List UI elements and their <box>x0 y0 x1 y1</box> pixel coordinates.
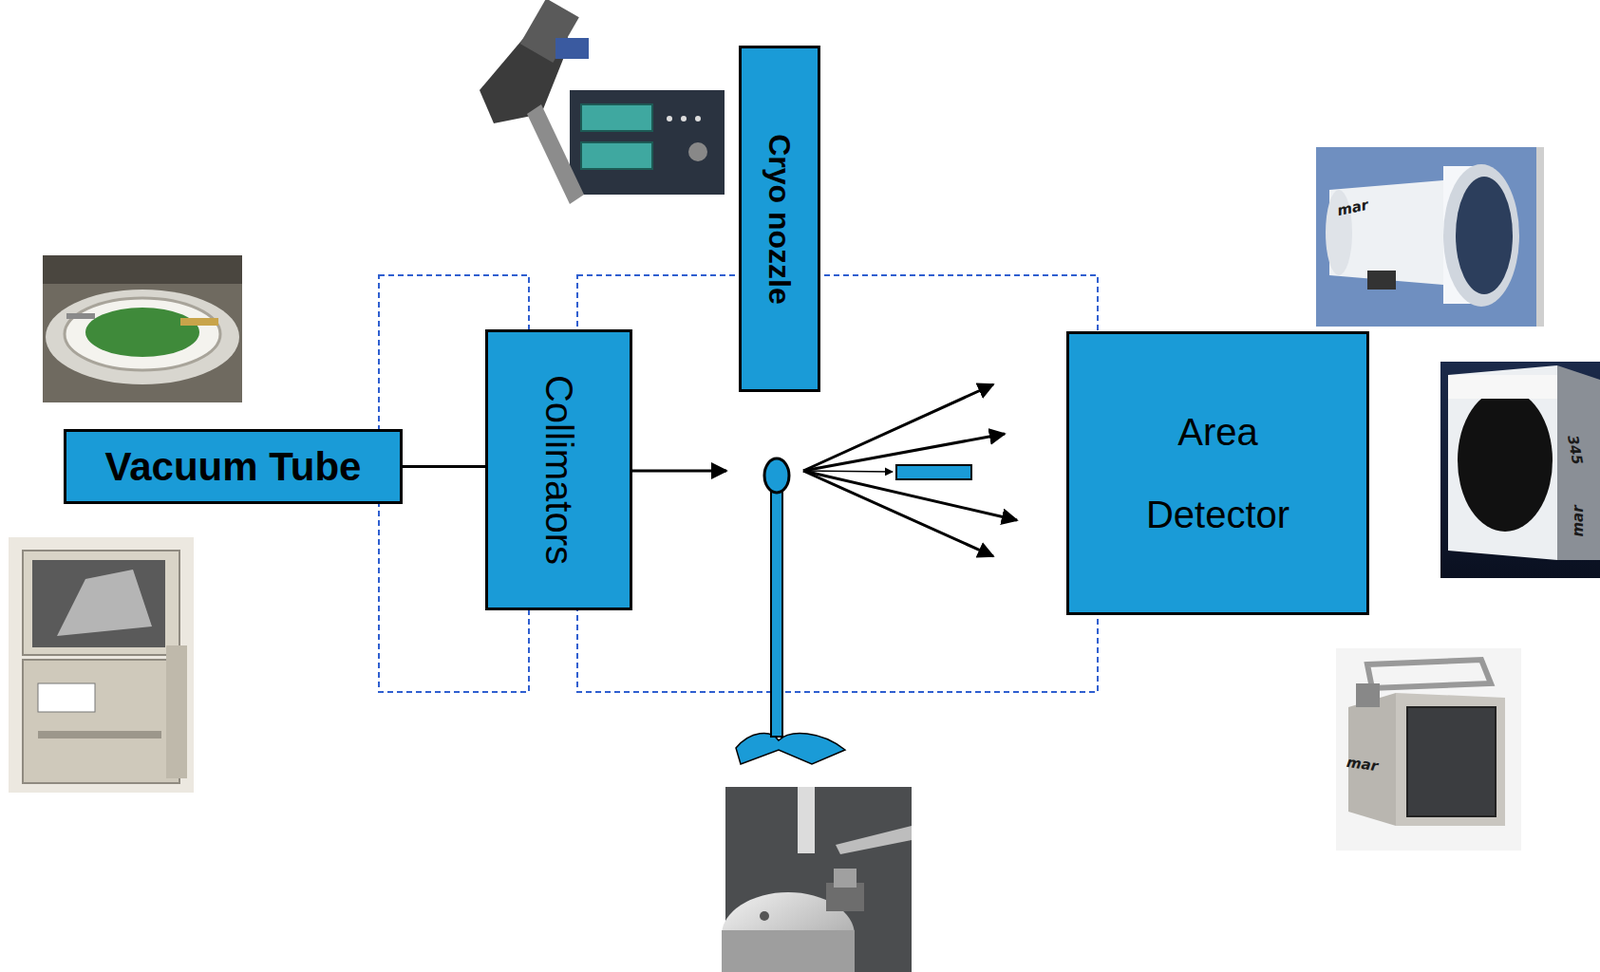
detector-box: Area Detector <box>1066 331 1370 616</box>
incident-beam <box>632 470 727 473</box>
dashed-region <box>577 275 1098 693</box>
diffracted-rays <box>803 384 1017 557</box>
brand-label: mar <box>1345 753 1379 775</box>
node-label: Collimators <box>537 375 582 565</box>
node-label: Area Detector <box>1113 391 1323 557</box>
synchrotron-photo <box>42 255 243 403</box>
goniometer-photo <box>721 787 912 972</box>
crystal-mount <box>735 458 846 765</box>
source-box: Vacuum Tube <box>63 429 403 505</box>
ccd-detector-photo <box>1316 147 1544 327</box>
image-plate-photo <box>1440 361 1600 579</box>
brand-label: mar <box>1569 505 1587 537</box>
brand-label: mar <box>1335 196 1370 221</box>
beam-stop <box>896 465 972 480</box>
cryo-nozzle-box: Cryo nozzle <box>738 45 821 393</box>
brand-label: 345 <box>1563 433 1586 467</box>
connector <box>402 465 486 469</box>
cryostream-photo <box>479 0 725 205</box>
node-label: Vacuum Tube <box>105 443 362 490</box>
node-label: Cryo nozzle <box>762 133 798 305</box>
diffractometer-photo <box>8 537 194 793</box>
collimator-box: Collimators <box>485 329 633 611</box>
flat-panel-photo <box>1336 648 1522 851</box>
